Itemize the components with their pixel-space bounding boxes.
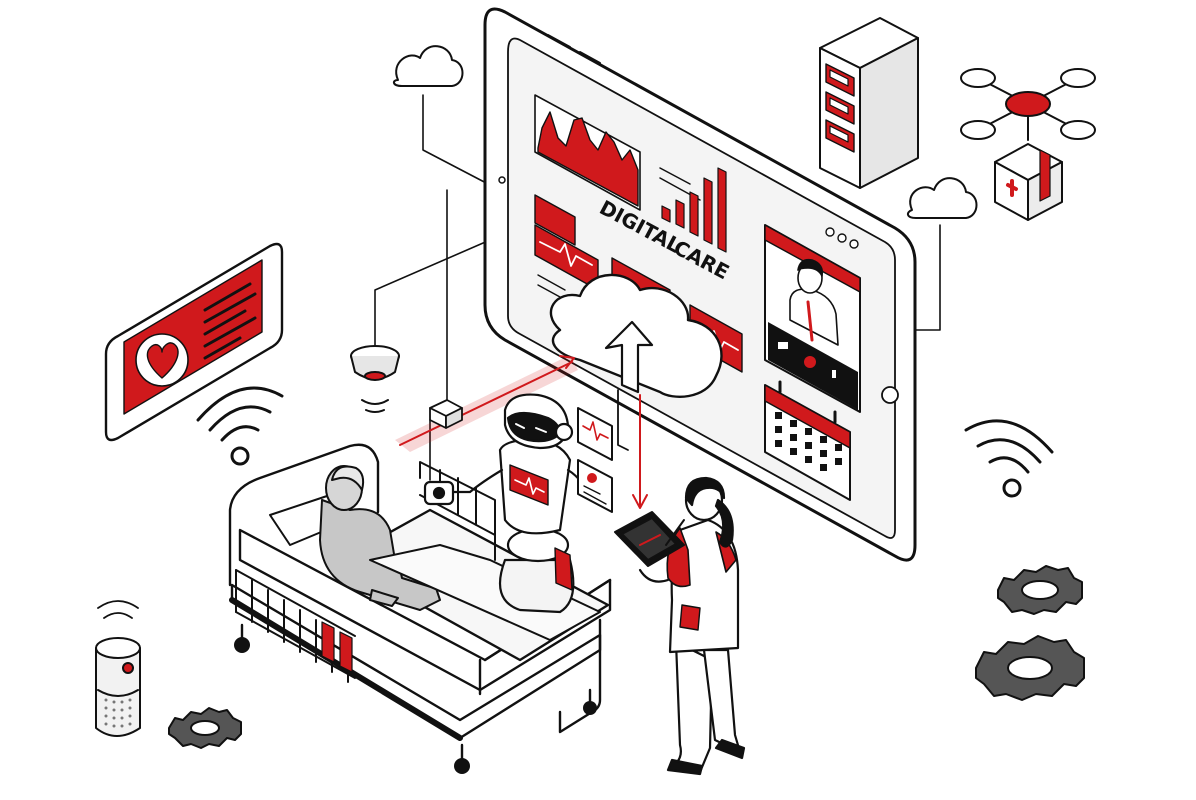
end-call-icon <box>804 356 816 368</box>
wifi-signal-icon <box>964 419 1054 498</box>
tablet-dashboard: DIGITAL CARE <box>483 7 917 562</box>
wifi-signal-icon <box>196 386 284 466</box>
tablet-home-button <box>881 386 899 404</box>
junction-box <box>429 399 463 429</box>
calendar-icon <box>764 380 851 501</box>
vitals-card <box>534 194 599 291</box>
cloud-upload-icon <box>549 273 723 398</box>
heart-icon <box>146 342 179 379</box>
vitals-display-card <box>577 407 613 513</box>
bar-chart-widget <box>661 167 727 253</box>
doctor-avatar <box>789 258 839 346</box>
handheld-tablet <box>614 511 685 567</box>
video-call-icon <box>778 342 836 378</box>
area-chart-widget <box>534 94 641 211</box>
delivery-drone-icon <box>960 68 1096 141</box>
cloud-icon <box>906 177 978 219</box>
patient-figure <box>269 465 601 641</box>
gear-icon <box>975 635 1085 701</box>
smart-speaker-icon <box>95 600 141 737</box>
gear-icon <box>168 707 242 749</box>
heart-rate-card <box>104 242 284 442</box>
tablet-camera <box>498 176 506 184</box>
video-call-panel <box>764 224 861 413</box>
cloud-icon <box>392 45 464 87</box>
care-robot <box>423 393 592 614</box>
server-rack-icon <box>819 17 919 189</box>
data-transfer-beam <box>395 355 648 509</box>
gear-icon <box>997 565 1083 615</box>
sensor-icon <box>350 345 400 413</box>
medical-box-icon <box>994 143 1063 221</box>
